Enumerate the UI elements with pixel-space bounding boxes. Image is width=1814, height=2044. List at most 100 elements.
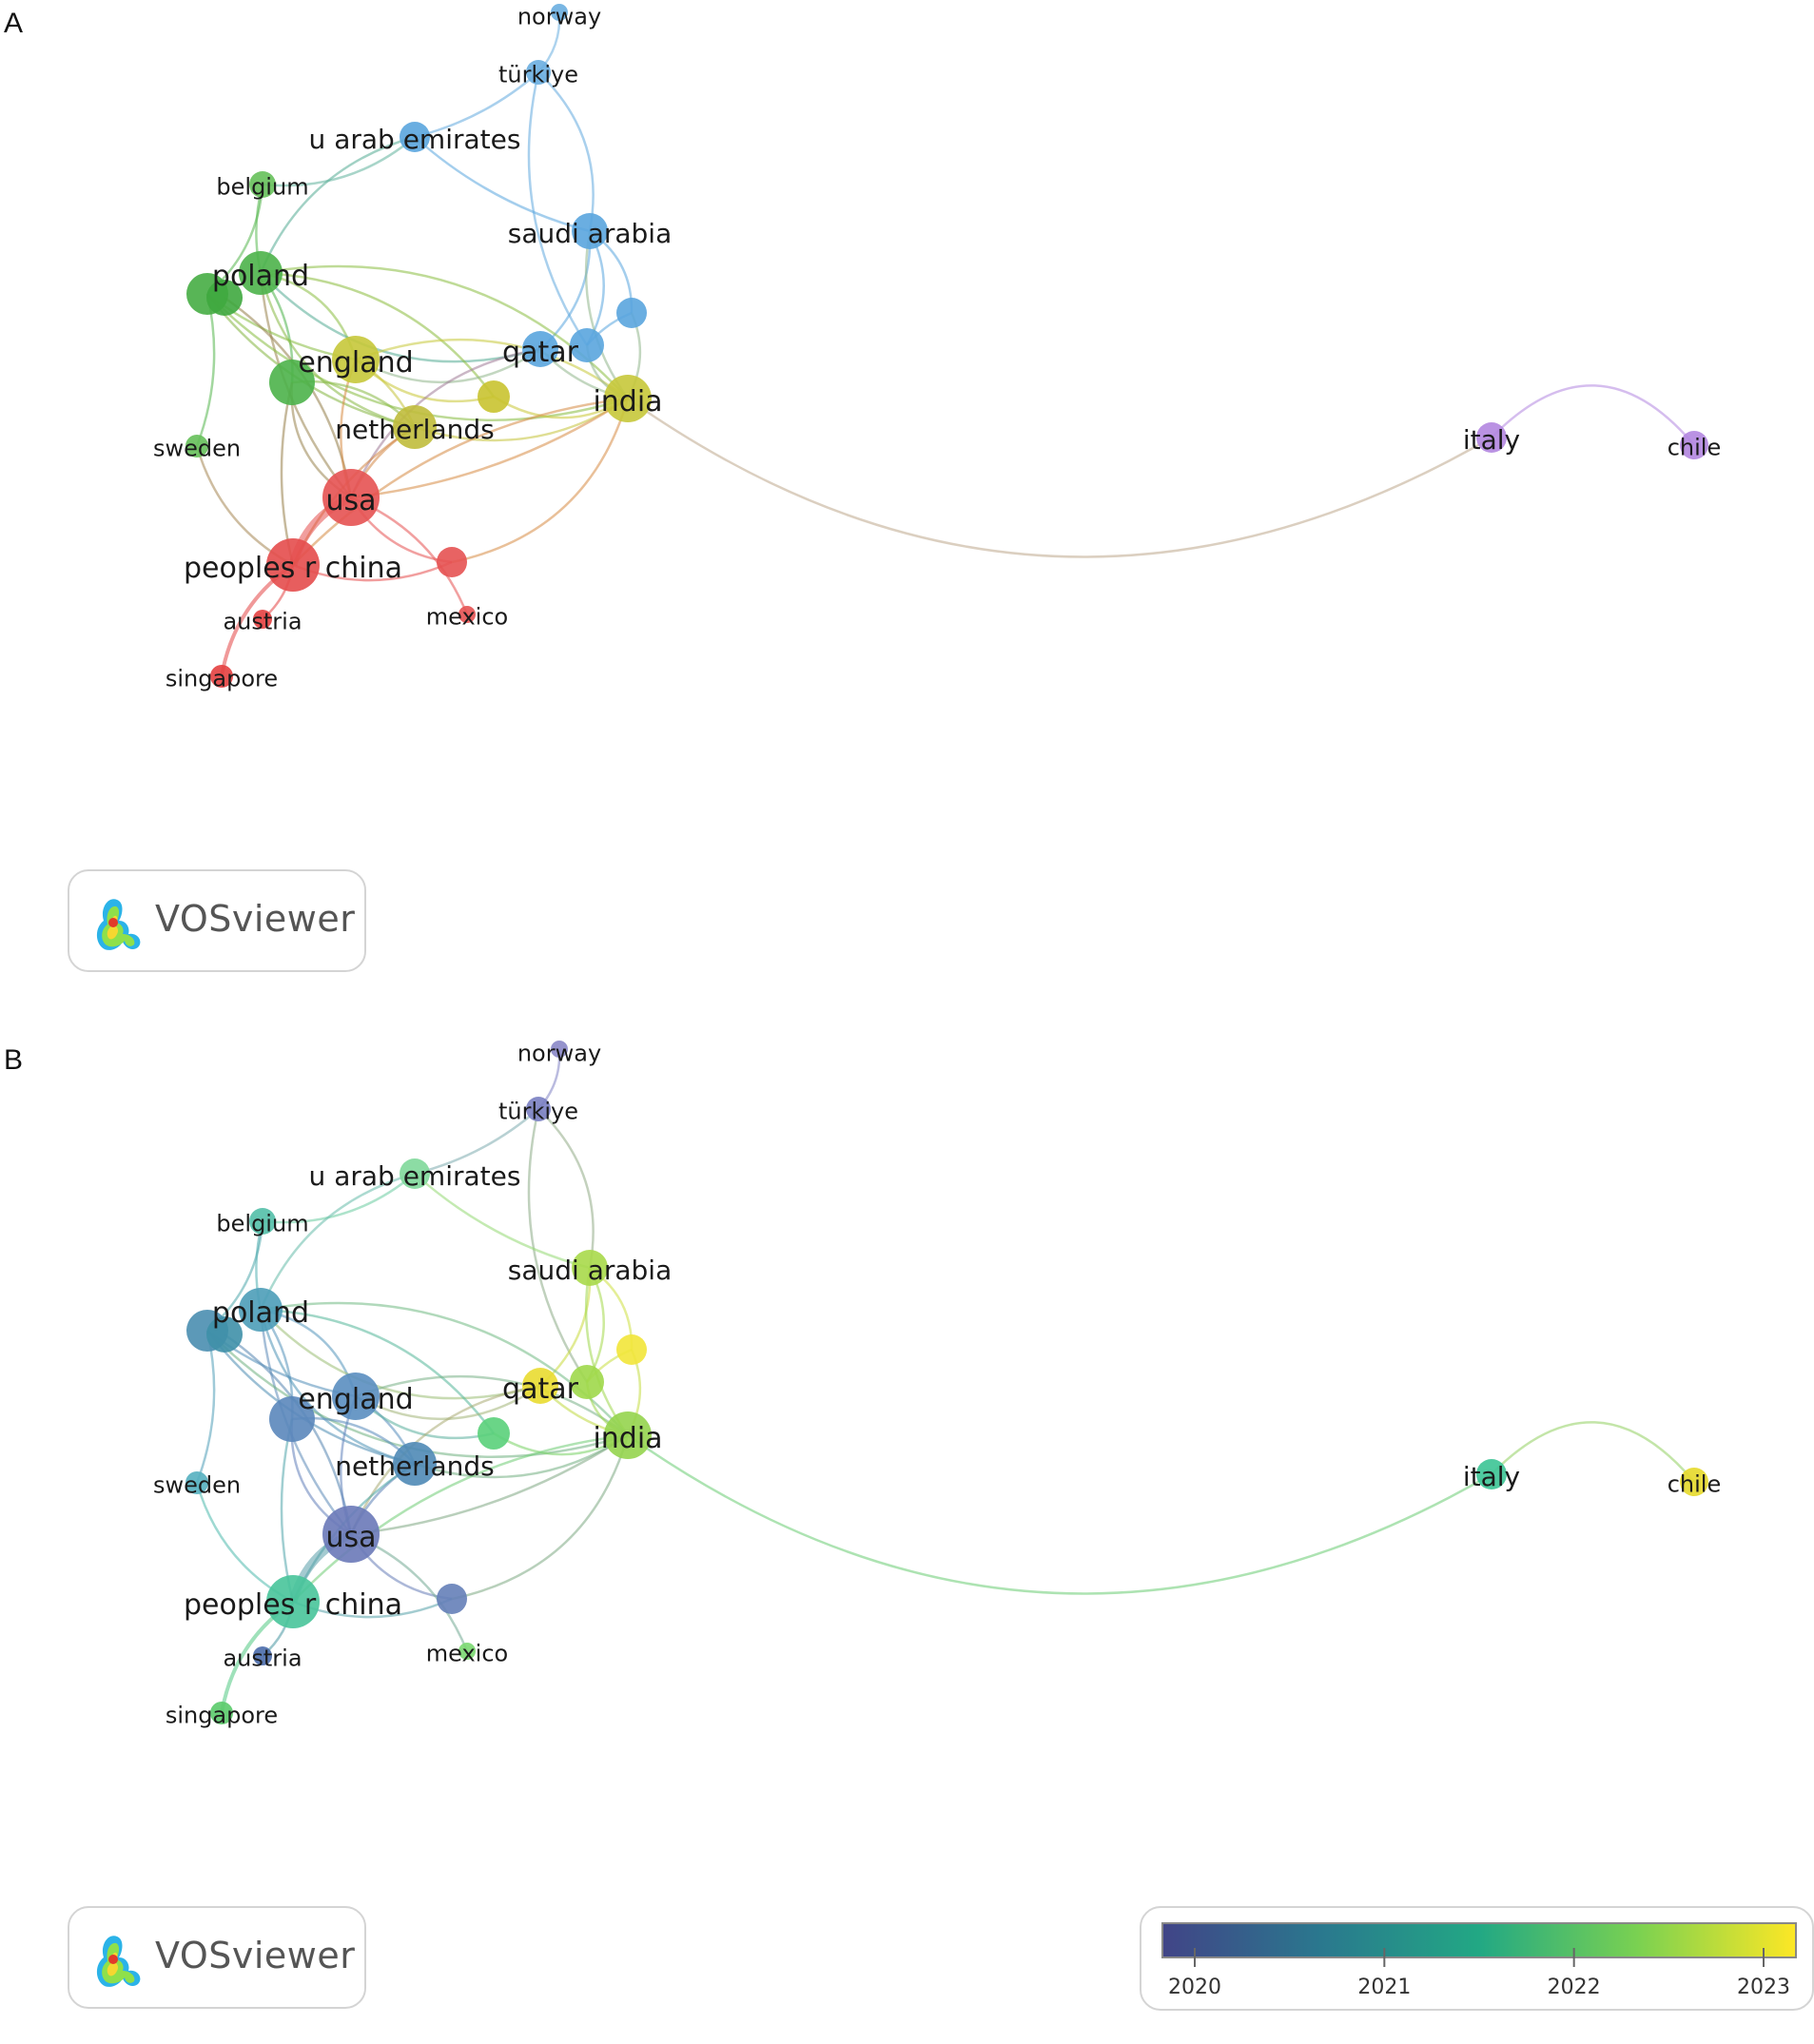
vosviewer-badge: VOSviewer bbox=[68, 1906, 366, 2009]
node-norway[interactable] bbox=[551, 4, 568, 21]
network-link bbox=[350, 397, 629, 499]
network-link bbox=[206, 1330, 629, 1458]
panel-letter: B bbox=[4, 1044, 24, 1076]
network-link bbox=[260, 1309, 541, 1400]
node-label-italy: italy bbox=[1463, 424, 1520, 456]
node-mexico[interactable] bbox=[458, 606, 476, 623]
node-label-turkiye: türkiye bbox=[498, 1099, 578, 1125]
node-label-usa: usa bbox=[325, 484, 376, 517]
node-belgium[interactable] bbox=[249, 1208, 276, 1235]
node-india[interactable] bbox=[604, 1411, 652, 1459]
node-label-england: england bbox=[298, 346, 413, 380]
node-poland3[interactable] bbox=[206, 1316, 243, 1353]
network-link bbox=[206, 293, 629, 421]
node-netherlands[interactable] bbox=[393, 1442, 437, 1486]
network-link bbox=[527, 1108, 589, 1383]
links-layer bbox=[195, 1048, 1695, 1714]
node-label-usa: usa bbox=[325, 1521, 376, 1554]
node-yellow_mid[interactable] bbox=[478, 1417, 510, 1450]
node-label-netherlands: netherlands bbox=[335, 1450, 494, 1482]
vosviewer-label: VOSviewer bbox=[155, 1935, 356, 1976]
node-qatar2[interactable] bbox=[570, 328, 604, 362]
network-link bbox=[260, 271, 496, 398]
node-uae[interactable] bbox=[400, 122, 430, 152]
node-green_eng[interactable] bbox=[269, 360, 315, 405]
node-blue_small[interactable] bbox=[616, 298, 647, 328]
node-label-england: england bbox=[298, 1383, 413, 1416]
legend-tick-label: 2020 bbox=[1168, 1976, 1221, 1999]
node-usa[interactable] bbox=[322, 469, 380, 526]
node-label-mexico: mexico bbox=[426, 604, 508, 631]
network-link bbox=[414, 1108, 539, 1176]
node-england[interactable] bbox=[332, 336, 380, 383]
node-label-saudi: saudi arabia bbox=[508, 1255, 672, 1286]
node-red_mid[interactable] bbox=[437, 1584, 467, 1614]
node-chile[interactable] bbox=[1680, 1468, 1708, 1496]
node-blue_small[interactable] bbox=[616, 1334, 647, 1365]
network-link bbox=[292, 397, 629, 566]
node-label-sweden: sweden bbox=[153, 1472, 241, 1499]
network-link bbox=[195, 1330, 216, 1484]
node-italy[interactable] bbox=[1476, 422, 1507, 453]
network-link bbox=[349, 1384, 541, 1535]
network-link bbox=[280, 381, 295, 566]
node-sweden[interactable] bbox=[185, 1471, 208, 1494]
node-label-saudi: saudi arabia bbox=[508, 218, 672, 249]
node-saudi[interactable] bbox=[572, 213, 608, 249]
node-austria[interactable] bbox=[253, 1646, 272, 1665]
node-label-uae: u arab emirates bbox=[309, 1160, 521, 1192]
node-red_mid[interactable] bbox=[437, 547, 467, 577]
node-poland[interactable] bbox=[239, 251, 283, 295]
node-singapore[interactable] bbox=[210, 665, 233, 688]
node-poland3[interactable] bbox=[206, 280, 243, 316]
node-india[interactable] bbox=[604, 375, 652, 422]
node-saudi[interactable] bbox=[572, 1250, 608, 1286]
node-label-poland: poland bbox=[212, 260, 309, 293]
network-link bbox=[537, 71, 595, 232]
node-poland[interactable] bbox=[239, 1288, 283, 1332]
network-link bbox=[414, 1173, 591, 1270]
node-uae[interactable] bbox=[400, 1158, 430, 1189]
network-link bbox=[1491, 1421, 1695, 1483]
node-yellow_mid[interactable] bbox=[478, 380, 510, 413]
network-link bbox=[1491, 384, 1695, 446]
color-scale-bar bbox=[1161, 1922, 1797, 1958]
node-chile[interactable] bbox=[1680, 431, 1708, 459]
network-link bbox=[451, 1434, 630, 1601]
node-label-austria: austria bbox=[223, 1645, 302, 1672]
node-qatar2[interactable] bbox=[570, 1365, 604, 1399]
node-usa[interactable] bbox=[322, 1506, 380, 1563]
node-label-qatar: qatar bbox=[502, 336, 579, 369]
node-china[interactable] bbox=[266, 538, 320, 592]
node-netherlands[interactable] bbox=[393, 405, 437, 449]
node-singapore[interactable] bbox=[210, 1702, 233, 1724]
node-turkiye[interactable] bbox=[526, 1097, 551, 1121]
node-italy[interactable] bbox=[1476, 1459, 1507, 1489]
node-mexico[interactable] bbox=[458, 1643, 476, 1660]
node-england[interactable] bbox=[332, 1372, 380, 1420]
node-china[interactable] bbox=[266, 1575, 320, 1628]
node-qatar[interactable] bbox=[522, 331, 558, 367]
node-sweden[interactable] bbox=[185, 435, 208, 457]
node-green_eng[interactable] bbox=[269, 1396, 315, 1442]
node-label-india: india bbox=[593, 1422, 662, 1455]
node-norway[interactable] bbox=[551, 1041, 568, 1058]
node-label-turkiye: türkiye bbox=[498, 62, 578, 88]
network-link bbox=[260, 1308, 496, 1434]
network-link bbox=[350, 1433, 629, 1536]
node-turkiye[interactable] bbox=[526, 60, 551, 85]
node-austria[interactable] bbox=[253, 610, 272, 629]
node-label-belgium: belgium bbox=[216, 1211, 308, 1237]
node-label-mexico: mexico bbox=[426, 1641, 508, 1667]
node-belgium[interactable] bbox=[249, 171, 276, 198]
node-qatar[interactable] bbox=[522, 1368, 558, 1404]
network-link bbox=[260, 272, 541, 363]
legend-tick-label: 2021 bbox=[1357, 1976, 1411, 1999]
network-link bbox=[355, 1374, 629, 1437]
